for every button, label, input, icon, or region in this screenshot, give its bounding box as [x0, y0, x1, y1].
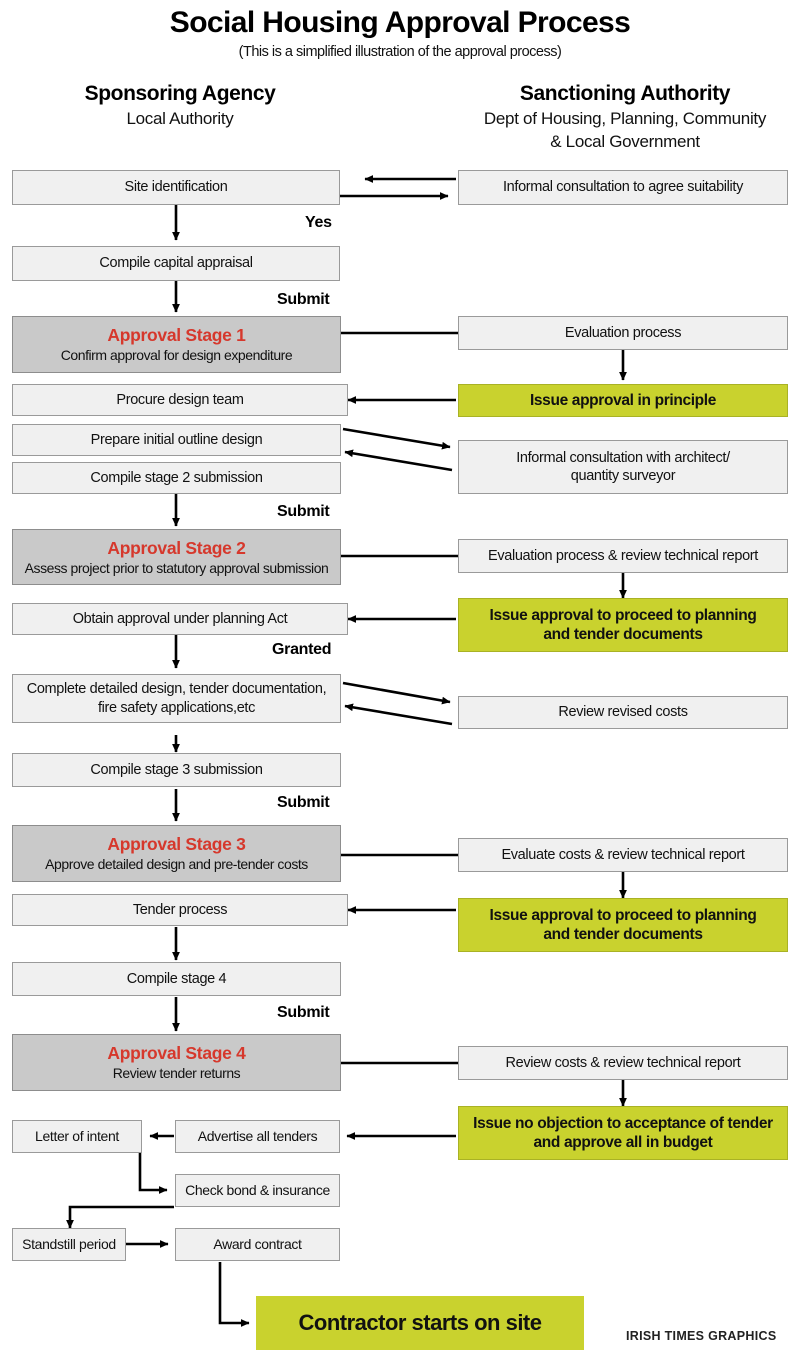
- stage-title: Approval Stage 2: [107, 537, 246, 558]
- node-issue-approval-in-principle[interactable]: Issue approval in principle: [458, 384, 788, 417]
- node-label: Compile capital appraisal: [99, 255, 253, 272]
- stage-title: Approval Stage 1: [107, 325, 246, 346]
- node-evaluation-process-review-technical-report[interactable]: Evaluation process & review technical re…: [458, 539, 788, 573]
- node-label: Prepare initial outline design: [90, 431, 263, 448]
- node-compile-stage-3-submission[interactable]: Compile stage 3 submission: [12, 753, 341, 787]
- node-label: Evaluation process: [564, 324, 682, 341]
- node-letter-of-intent[interactable]: Letter of intent: [12, 1120, 142, 1153]
- stage-title: Approval Stage 4: [107, 1043, 246, 1064]
- node-approval-stage-3[interactable]: Approval Stage 3 Approve detailed design…: [12, 825, 341, 882]
- node-review-costs-review-technical-report[interactable]: Review costs & review technical report: [458, 1046, 788, 1080]
- node-label: Obtain approval under planning Act: [72, 610, 288, 627]
- node-tender-process[interactable]: Tender process: [12, 894, 348, 926]
- node-obtain-approval-planning-act[interactable]: Obtain approval under planning Act: [12, 603, 348, 635]
- node-label: Contractor starts on site: [298, 1310, 543, 1336]
- node-label: Check bond & insurance: [185, 1181, 330, 1198]
- stage-title: Approval Stage 3: [107, 834, 246, 855]
- node-label: Site identification: [124, 179, 228, 196]
- node-evaluate-costs-review-technical-report[interactable]: Evaluate costs & review technical report: [458, 838, 788, 872]
- column-sub-dept-line1: Dept of Housing, Planning, Community: [483, 109, 767, 128]
- node-approval-stage-4[interactable]: Approval Stage 4 Review tender returns: [12, 1034, 341, 1091]
- node-label: Compile stage 3 submission: [90, 761, 263, 778]
- node-label: Evaluate costs & review technical report: [501, 846, 745, 863]
- node-compile-stage-4[interactable]: Compile stage 4: [12, 962, 341, 996]
- node-complete-detailed-design[interactable]: Complete detailed design, tender documen…: [12, 674, 341, 723]
- node-evaluation-process[interactable]: Evaluation process: [458, 316, 788, 350]
- node-site-identification[interactable]: Site identification: [12, 170, 340, 205]
- node-contractor-starts-on-site[interactable]: Contractor starts on site: [256, 1296, 584, 1350]
- node-label-line2: and tender documents: [543, 926, 703, 943]
- node-standstill-period[interactable]: Standstill period: [12, 1228, 126, 1261]
- node-issue-approval-planning-tender-1[interactable]: Issue approval to proceed to planning an…: [458, 598, 788, 652]
- connector-label-submit-1: Submit: [277, 291, 330, 308]
- node-label-line1: Issue approval to proceed to planning: [489, 906, 757, 924]
- column-sub-dept-line2: & Local Government: [550, 132, 700, 151]
- node-label: Procure design team: [116, 391, 244, 408]
- node-label-line1: Informal consultation with architect/: [516, 449, 730, 466]
- node-label-line2: quantity surveyor: [570, 468, 676, 484]
- node-issue-no-objection[interactable]: Issue no objection to acceptance of tend…: [458, 1106, 788, 1160]
- node-label: Review revised costs: [558, 704, 688, 721]
- column-heading-sponsoring-agency: Sponsoring Agency: [84, 82, 276, 105]
- node-approval-stage-1[interactable]: Approval Stage 1 Confirm approval for de…: [12, 316, 341, 373]
- node-review-revised-costs[interactable]: Review revised costs: [458, 696, 788, 729]
- node-approval-stage-2[interactable]: Approval Stage 2 Assess project prior to…: [12, 529, 341, 585]
- node-label: Informal consultation to agree suitabili…: [503, 179, 743, 196]
- node-informal-consultation-architect[interactable]: Informal consultation with architect/ qu…: [458, 440, 788, 494]
- node-label-line2: fire safety applications,etc: [97, 699, 256, 716]
- node-issue-approval-planning-tender-2[interactable]: Issue approval to proceed to planning an…: [458, 898, 788, 952]
- connector-label-submit-2: Submit: [277, 503, 330, 520]
- connector-label-submit-4: Submit: [277, 1004, 330, 1021]
- graphics-credit: IRISH TIMES GRAPHICS: [626, 1329, 777, 1343]
- stage-subtitle: Review tender returns: [112, 1065, 241, 1082]
- stage-subtitle: Confirm approval for design expenditure: [60, 347, 293, 364]
- node-label: Compile stage 2 submission: [90, 469, 263, 486]
- node-procure-design-team[interactable]: Procure design team: [12, 384, 348, 416]
- node-compile-stage-2-submission[interactable]: Compile stage 2 submission: [12, 462, 341, 494]
- node-advertise-all-tenders[interactable]: Advertise all tenders: [175, 1120, 340, 1153]
- node-label: Issue approval in principle: [529, 391, 717, 409]
- node-label: Evaluation process & review technical re…: [488, 547, 758, 564]
- connector-label-granted: Granted: [272, 641, 332, 658]
- node-label: Review costs & review technical report: [505, 1054, 741, 1071]
- node-label: Tender process: [132, 901, 228, 918]
- stage-subtitle: Approve detailed design and pre-tender c…: [45, 856, 308, 873]
- node-label-line1: Complete detailed design, tender documen…: [26, 681, 327, 698]
- node-label: Advertise all tenders: [197, 1127, 318, 1144]
- node-informal-consultation-suitability[interactable]: Informal consultation to agree suitabili…: [458, 170, 788, 205]
- page-title: Social Housing Approval Process: [169, 6, 631, 39]
- node-label-line1: Issue no objection to acceptance of tend…: [473, 1114, 773, 1132]
- node-compile-capital-appraisal[interactable]: Compile capital appraisal: [12, 246, 340, 281]
- column-heading-sanctioning-authority: Sanctioning Authority: [519, 82, 731, 105]
- connector-label-submit-3: Submit: [277, 794, 330, 811]
- node-check-bond-insurance[interactable]: Check bond & insurance: [175, 1174, 340, 1207]
- connector-label-yes: Yes: [305, 214, 332, 231]
- node-label: Award contract: [213, 1235, 302, 1252]
- node-label-line1: Issue approval to proceed to planning: [489, 606, 757, 624]
- node-prepare-initial-outline-design[interactable]: Prepare initial outline design: [12, 424, 341, 456]
- node-label-line2: and approve all in budget: [533, 1134, 713, 1151]
- column-sub-local-authority: Local Authority: [126, 109, 234, 128]
- stage-subtitle: Assess project prior to statutory approv…: [24, 559, 329, 576]
- node-label-line2: and tender documents: [543, 626, 703, 643]
- page-subtitle: (This is a simplified illustration of th…: [238, 44, 562, 60]
- node-label: Standstill period: [22, 1235, 116, 1252]
- node-label: Letter of intent: [35, 1127, 119, 1144]
- node-label: Compile stage 4: [126, 970, 227, 987]
- node-award-contract[interactable]: Award contract: [175, 1228, 340, 1261]
